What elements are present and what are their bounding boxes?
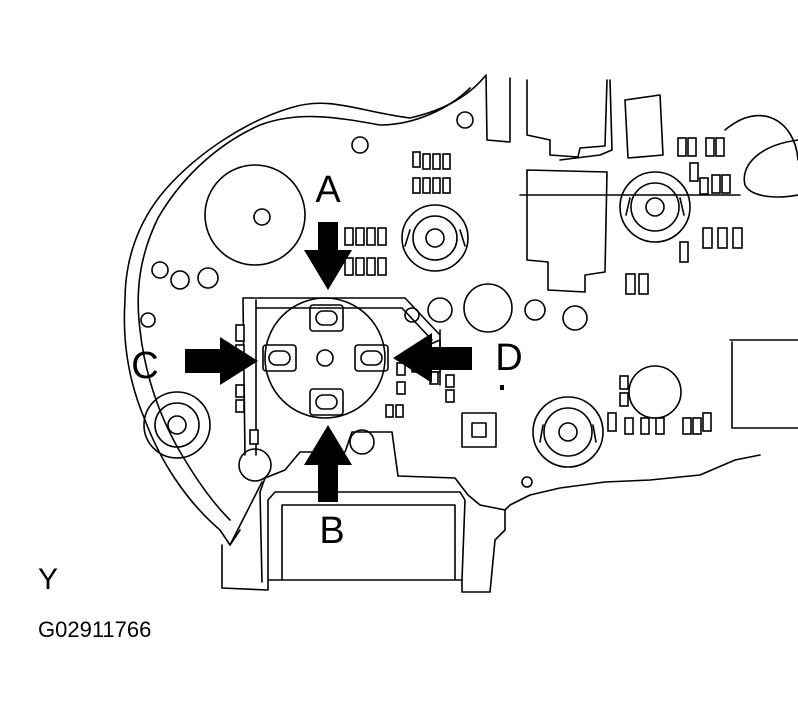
arrow-a-icon xyxy=(304,222,352,290)
arrow-b-icon xyxy=(304,425,352,502)
circle-small-l xyxy=(521,476,533,488)
boss-right-edge xyxy=(743,139,798,198)
circle-small-c xyxy=(562,305,588,331)
view-label: Y xyxy=(38,563,58,596)
label-d: D xyxy=(495,337,522,379)
chip-right-top xyxy=(624,94,664,159)
board-outline xyxy=(123,74,798,546)
gear-large xyxy=(204,164,306,266)
circle-small-m xyxy=(151,261,169,279)
switch-pad-bottom xyxy=(309,388,344,416)
board-inner-contour xyxy=(137,87,471,521)
circle-small-j xyxy=(349,429,375,455)
screw-boss-top xyxy=(401,204,469,272)
circle-small-e xyxy=(170,270,190,290)
circle-small-b xyxy=(524,299,546,321)
screw-boss-bottom xyxy=(532,396,604,468)
connector-housing xyxy=(221,431,506,593)
switch-center xyxy=(316,349,334,367)
right-edge-block xyxy=(731,341,798,429)
circle-small-i xyxy=(238,448,272,482)
hole-small xyxy=(253,208,271,226)
label-a: A xyxy=(315,169,341,211)
arrow-c-icon xyxy=(185,337,258,385)
circle-mid-top xyxy=(463,283,513,333)
square-component xyxy=(461,412,497,448)
circle-small-g xyxy=(351,136,369,154)
circle-small-h xyxy=(140,312,156,328)
circle-small-d xyxy=(197,267,219,289)
circle-small-k xyxy=(404,307,420,323)
switch-pad-right xyxy=(354,344,389,372)
tiny-mark xyxy=(500,385,504,390)
circle-small-a xyxy=(427,297,453,323)
smd-components xyxy=(235,137,743,445)
switch-dome xyxy=(264,297,386,419)
label-b: B xyxy=(319,510,344,552)
connector-mid xyxy=(526,169,608,293)
switch-frame xyxy=(242,297,441,456)
screw-boss-right xyxy=(619,171,691,243)
arrow-d-icon xyxy=(393,333,472,383)
figure-code: G02911766 xyxy=(38,617,151,642)
circle-right xyxy=(628,365,682,419)
screw-boss-left xyxy=(143,391,211,459)
switch-pad-top xyxy=(309,304,344,332)
label-c: C xyxy=(131,345,158,387)
circle-small-f xyxy=(456,111,474,129)
switch-pad-left xyxy=(262,344,297,372)
connector-top xyxy=(526,79,608,158)
